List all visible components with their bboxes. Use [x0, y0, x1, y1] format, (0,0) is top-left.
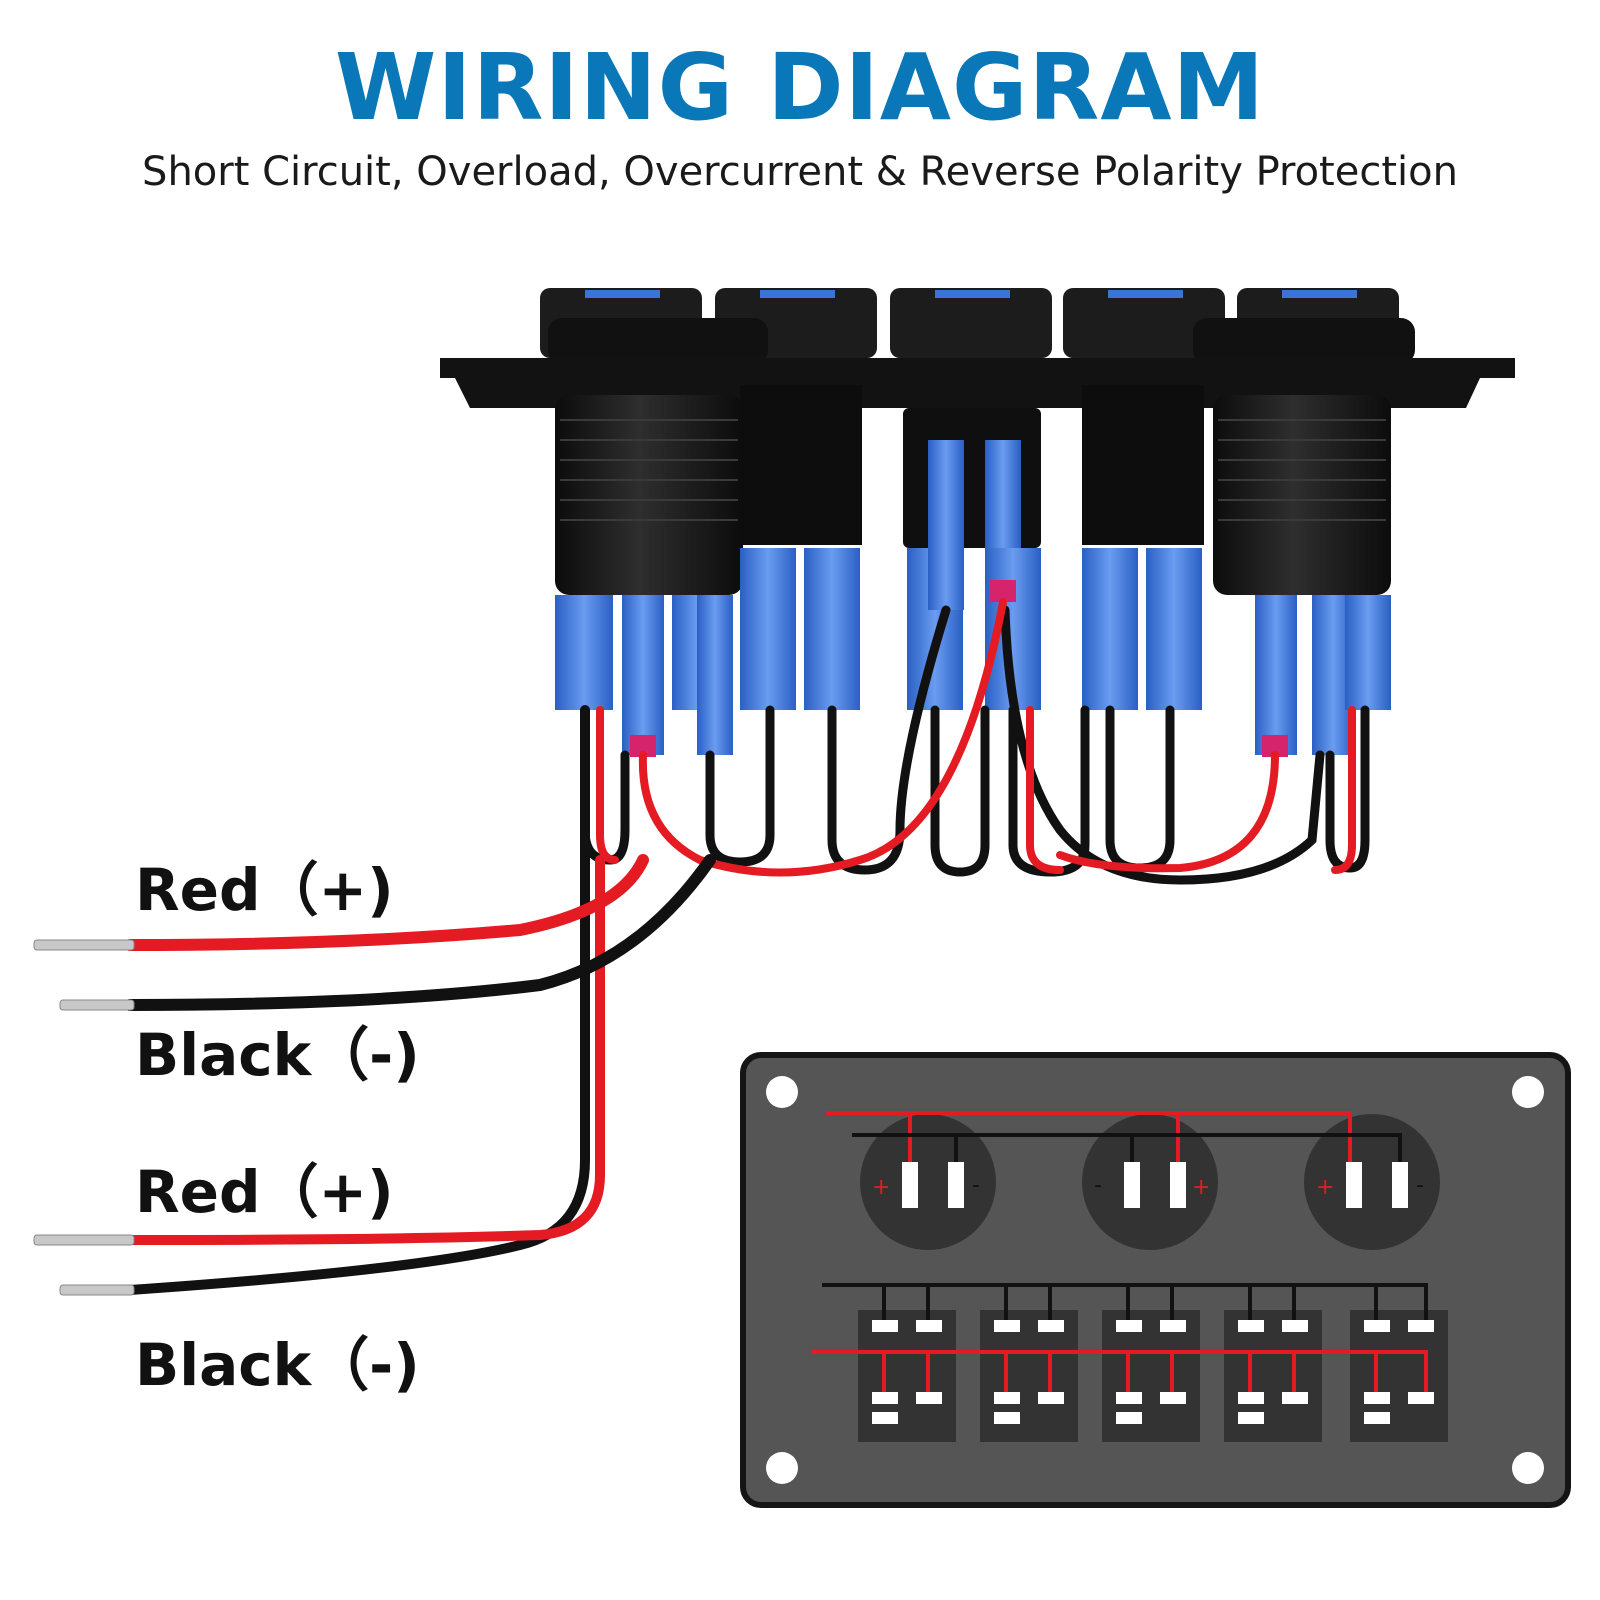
socket-1-right-sign: -: [972, 1173, 980, 1198]
socket-body-left: [555, 395, 743, 595]
lead-label-black-1: Black（-): [135, 1021, 420, 1089]
mount-hole: [1512, 1076, 1544, 1108]
socket-3-right-sign: -: [1416, 1173, 1424, 1198]
lead-label-red-2: Red（+): [135, 1158, 394, 1226]
socket-3: + -: [1304, 1114, 1440, 1250]
switch-block-1: [858, 1310, 956, 1442]
socket-1: + -: [860, 1114, 996, 1250]
socket-2-right-sign: +: [1192, 1175, 1210, 1200]
mount-hole: [1512, 1452, 1544, 1484]
page-subtitle: Short Circuit, Overload, Overcurrent & R…: [142, 149, 1458, 195]
switch-block-5: [1350, 1310, 1448, 1442]
switch-block-3: [1102, 1310, 1200, 1442]
mount-hole: [766, 1076, 798, 1108]
switch-block-2: [980, 1310, 1078, 1442]
back-panel-schematic: + - - + + -: [740, 1052, 1571, 1508]
socket-3-left-sign: +: [1316, 1175, 1334, 1200]
socket-1-left-sign: +: [872, 1175, 890, 1200]
wire-harness: [124, 598, 1370, 1295]
lead-label-black-2: Black（-): [135, 1331, 420, 1399]
mount-hole: [766, 1452, 798, 1484]
switch-block-4: [1224, 1310, 1322, 1442]
socket-body-right: [1213, 395, 1391, 595]
page-title: WIRING DIAGRAM: [334, 34, 1266, 141]
switch-panel-assembly: [440, 288, 1515, 757]
socket-2: - +: [1082, 1114, 1218, 1250]
switch-blocks: [858, 1310, 1448, 1442]
lead-label-red-1: Red（+): [135, 856, 394, 924]
socket-2-left-sign: -: [1094, 1173, 1102, 1198]
wire-lead-tips: [33, 939, 135, 1296]
